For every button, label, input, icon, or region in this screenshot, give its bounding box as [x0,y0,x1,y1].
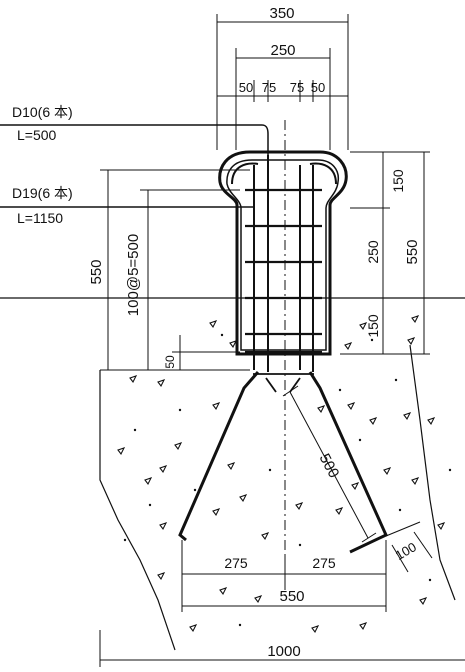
dim-right-total: 550 [404,239,421,264]
dim-sub-3: 75 [290,80,304,95]
dim-bottom-left: 275 [224,555,248,571]
main-rebar-length: L=1150 [17,210,63,226]
concrete-dots [123,333,452,627]
dim-sub-2: 75 [262,80,276,95]
main-rebars [253,155,314,372]
dim-right-150-top: 150 [390,169,406,193]
dim-diag-100: 100 [393,539,419,563]
stirrup-length: L=500 [17,127,57,143]
main-rebar-label: D19(6 本) [12,185,73,201]
top-dimensions [216,14,349,150]
dim-overall-width: 1000 [267,643,300,660]
diagonal-dimensions [282,385,433,573]
dim-right-150-bottom: 150 [365,314,381,338]
dim-small-50: 50 [163,355,177,369]
dim-diag-500: 500 [316,451,343,481]
dim-spacing: 100@5=500 [125,234,142,316]
dim-bottom-total: 550 [279,588,304,605]
dim-left-total: 550 [88,259,105,284]
stirrup-leader [0,124,269,160]
bottom-dimensions [99,540,465,667]
dim-bottom-right: 275 [312,555,336,571]
dim-inner-width: 250 [270,42,295,59]
dim-sub-1: 50 [239,80,253,95]
concrete-hatch [117,315,446,634]
left-dimensions [100,169,250,371]
column-section [218,150,348,356]
dim-sub-4: 50 [311,80,325,95]
dim-top-width: 350 [269,5,294,22]
right-dimensions [340,151,430,355]
stirrup-label: D10(6 本) [12,104,73,120]
dim-right-250: 250 [365,240,381,264]
concrete-outline [99,344,456,651]
footing-pocket [178,120,388,600]
tie-bars [245,188,322,354]
